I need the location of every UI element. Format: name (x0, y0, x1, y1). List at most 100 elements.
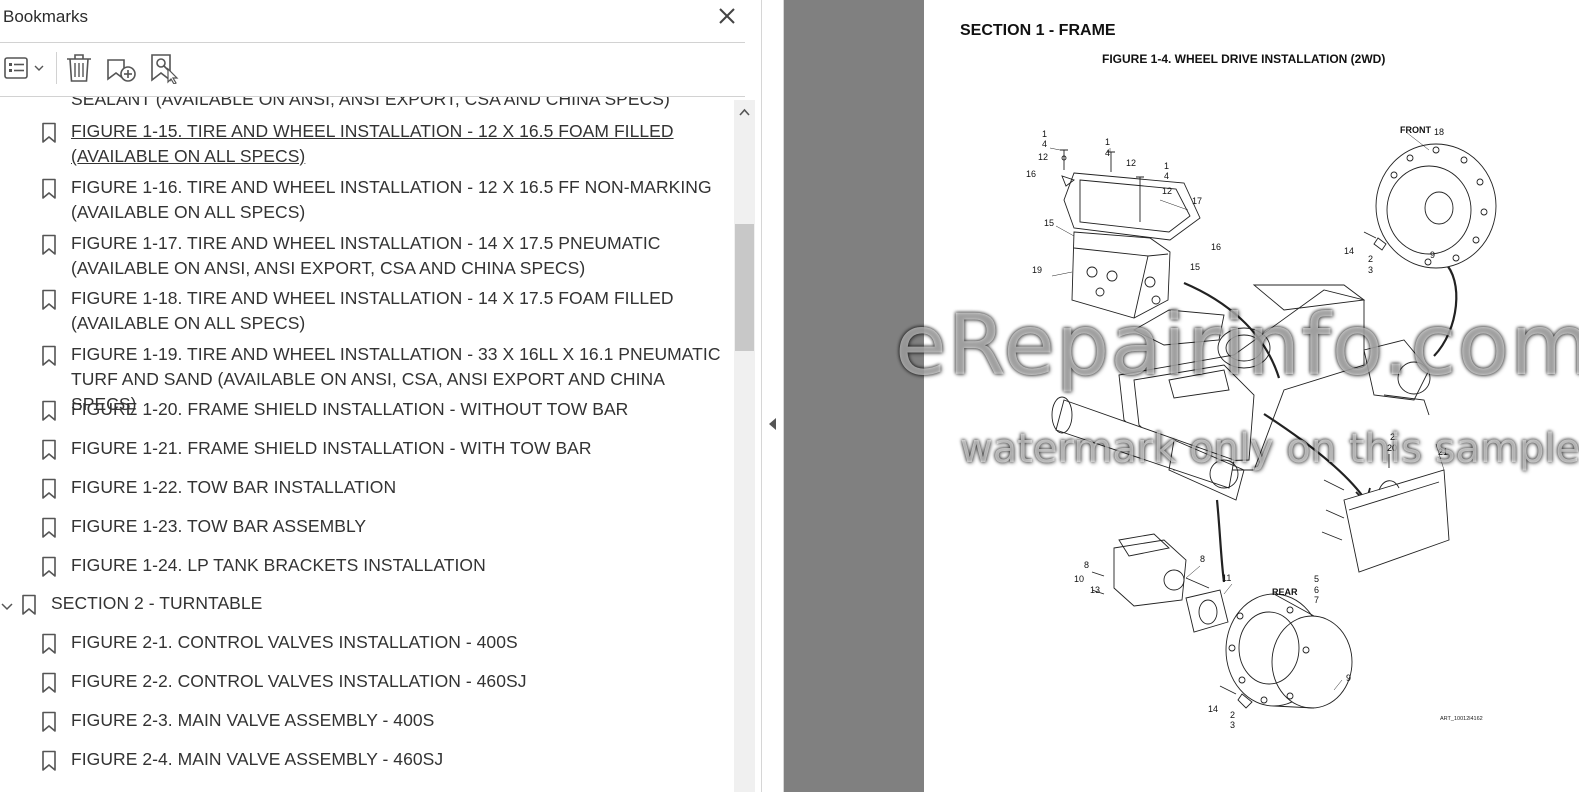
scroll-up-button[interactable] (734, 102, 755, 122)
svg-text:21: 21 (1438, 447, 1448, 457)
bookmark-icon (41, 400, 57, 422)
bookmark-label: FIGURE 2-4. MAIN VALVE ASSEMBLY - 460SJ (71, 749, 444, 769)
svg-text:3: 3 (1368, 265, 1373, 275)
chevron-down-icon[interactable] (0, 599, 14, 611)
svg-text:1: 1 (1105, 137, 1110, 147)
bookmark-label: FIGURE 2-2. CONTROL VALVES INSTALLATION … (71, 671, 527, 691)
section-title: SECTION 1 - FRAME (960, 22, 1116, 39)
svg-text:REAR: REAR (1272, 587, 1298, 597)
bookmark-item[interactable]: FIGURE 1-23. TOW BAR ASSEMBLY (0, 514, 734, 564)
bookmark-icon (41, 672, 57, 694)
find-current-bookmark-button[interactable] (148, 52, 182, 85)
svg-text:20: 20 (1387, 443, 1397, 453)
svg-text:1: 1 (1042, 129, 1047, 139)
bookmark-item[interactable]: FIGURE 1-20. FRAME SHIELD INSTALLATION -… (0, 397, 734, 447)
bookmark-item[interactable]: FIGURE 2-2. CONTROL VALVES INSTALLATION … (0, 669, 734, 719)
divider (0, 42, 745, 43)
svg-text:11: 11 (1222, 573, 1231, 583)
delete-bookmark-button[interactable] (64, 52, 94, 84)
bookmark-label: FIGURE 2-3. MAIN VALVE ASSEMBLY - 400S (71, 710, 435, 730)
close-panel-button[interactable] (714, 4, 740, 28)
svg-text:19: 19 (1032, 265, 1042, 275)
svg-text:7: 7 (1314, 595, 1319, 605)
bookmark-icon (41, 345, 57, 367)
panel-title: Bookmarks (3, 7, 89, 26)
bookmark-icon (41, 711, 57, 733)
bookmark-label: FIGURE 1-22. TOW BAR INSTALLATION (71, 477, 397, 497)
scrollbar-track[interactable] (734, 100, 755, 792)
wheel-drive-drawing: 1 4 12 1 4 12 1 4 12 16 17 15 16 15 19 F… (1026, 125, 1497, 730)
svg-text:8: 8 (1200, 554, 1205, 564)
svg-text:4: 4 (1042, 139, 1047, 149)
options-menu-button[interactable] (2, 54, 46, 82)
svg-text:1: 1 (1164, 161, 1169, 171)
svg-text:2: 2 (1368, 254, 1373, 264)
bookmark-item[interactable]: FIGURE 2-3. MAIN VALVE ASSEMBLY - 400S (0, 708, 734, 758)
bookmark-item[interactable]: FIGURE 1-18. TIRE AND WHEEL INSTALLATION… (0, 286, 734, 336)
bookmark-icon (41, 122, 57, 144)
svg-text:15: 15 (1190, 262, 1200, 272)
document-page[interactable]: SECTION 1 - FRAME FIGURE 1-4. WHEEL DRIV… (924, 0, 1579, 792)
svg-text:13: 13 (1090, 585, 1100, 595)
bookmark-label: FIGURE 1-17. TIRE AND WHEEL INSTALLATION… (71, 233, 661, 278)
close-icon (719, 8, 735, 24)
svg-text:14: 14 (1208, 704, 1218, 714)
bookmark-item[interactable]: FIGURE 1-21. FRAME SHIELD INSTALLATION -… (0, 436, 734, 486)
bookmark-icon (41, 633, 57, 655)
bookmark-list: SEALANT (AVAILABLE ON ANSI, ANSI EXPORT,… (0, 97, 734, 792)
svg-text:16: 16 (1211, 242, 1221, 252)
svg-text:FRONT: FRONT (1400, 125, 1431, 135)
collapse-panel-button[interactable] (766, 414, 780, 434)
bookmark-item[interactable]: FIGURE 1-16. TIRE AND WHEEL INSTALLATION… (0, 175, 734, 225)
figure-title: FIGURE 1-4. WHEEL DRIVE INSTALLATION (2W… (1102, 52, 1386, 66)
svg-text:8: 8 (1084, 560, 1089, 570)
bookmark-label: FIGURE 1-24. LP TANK BRACKETS INSTALLATI… (71, 555, 486, 575)
bookmark-label: SECTION 2 - TURNTABLE (51, 593, 263, 613)
bookmark-label: FIGURE 1-16. TIRE AND WHEEL INSTALLATION… (71, 177, 712, 222)
bookmark-item[interactable]: FIGURE 1-24. LP TANK BRACKETS INSTALLATI… (0, 553, 734, 603)
new-bookmark-icon (107, 59, 136, 82)
svg-text:2: 2 (1230, 710, 1235, 720)
bookmark-label: FIGURE 1-18. TIRE AND WHEEL INSTALLATION… (71, 288, 674, 333)
bookmark-icon (41, 478, 57, 500)
bookmark-icon (41, 556, 57, 578)
svg-text:12: 12 (1162, 186, 1172, 196)
bookmark-label: FIGURE 1-23. TOW BAR ASSEMBLY (71, 516, 367, 536)
svg-text:9: 9 (1430, 250, 1435, 260)
bookmark-icon (41, 517, 57, 539)
svg-text:17: 17 (1192, 196, 1202, 206)
callout-labels: 1 4 12 1 4 12 1 4 12 16 17 15 16 15 19 F… (1026, 125, 1448, 730)
bookmark-icon (41, 750, 57, 772)
bookmark-label: FIGURE 1-19. TIRE AND WHEEL INSTALLATION… (71, 344, 721, 414)
bookmark-icon (21, 594, 37, 616)
bookmark-label: FIGURE 2-1. CONTROL VALVES INSTALLATION … (71, 632, 518, 652)
toolbar-separator (56, 52, 57, 84)
scrollbar-thumb[interactable] (735, 224, 754, 351)
svg-text:6: 6 (1314, 585, 1319, 595)
bookmark-item[interactable]: FIGURE 1-22. TOW BAR INSTALLATION (0, 475, 734, 525)
triangle-left-icon (769, 418, 776, 430)
viewer-background (784, 0, 924, 792)
svg-text:14: 14 (1344, 246, 1354, 256)
bookmark-label: FIGURE 1-21. FRAME SHIELD INSTALLATION -… (71, 438, 592, 458)
bookmark-item[interactable]: FIGURE 1-15. TIRE AND WHEEL INSTALLATION… (0, 119, 734, 169)
svg-text:12: 12 (1038, 152, 1048, 162)
new-bookmark-button[interactable] (104, 52, 138, 84)
svg-text:5: 5 (1314, 574, 1319, 584)
bookmark-partial-label[interactable]: SEALANT (AVAILABLE ON ANSI, ANSI EXPORT,… (71, 97, 670, 109)
svg-text:3: 3 (1230, 720, 1235, 730)
options-menu-icon (4, 57, 44, 79)
chevron-up-icon (739, 108, 750, 116)
bookmarks-panel: Bookmarks (0, 0, 762, 792)
bookmark-item[interactable]: FIGURE 2-1. CONTROL VALVES INSTALLATION … (0, 630, 734, 680)
bookmark-section-item[interactable]: SECTION 2 - TURNTABLE (0, 591, 734, 641)
svg-text:4: 4 (1105, 148, 1110, 158)
bookmark-label: FIGURE 1-20. FRAME SHIELD INSTALLATION -… (71, 399, 629, 419)
bookmark-item[interactable]: FIGURE 2-4. MAIN VALVE ASSEMBLY - 460SJ (0, 747, 734, 792)
bookmark-icon (41, 289, 57, 311)
svg-text:15: 15 (1044, 218, 1054, 228)
panel-splitter[interactable] (762, 0, 784, 792)
bookmark-item[interactable]: FIGURE 1-19. TIRE AND WHEEL INSTALLATION… (0, 342, 734, 414)
bookmark-item[interactable]: FIGURE 1-17. TIRE AND WHEEL INSTALLATION… (0, 231, 734, 281)
delete-bookmark-icon (67, 54, 91, 82)
